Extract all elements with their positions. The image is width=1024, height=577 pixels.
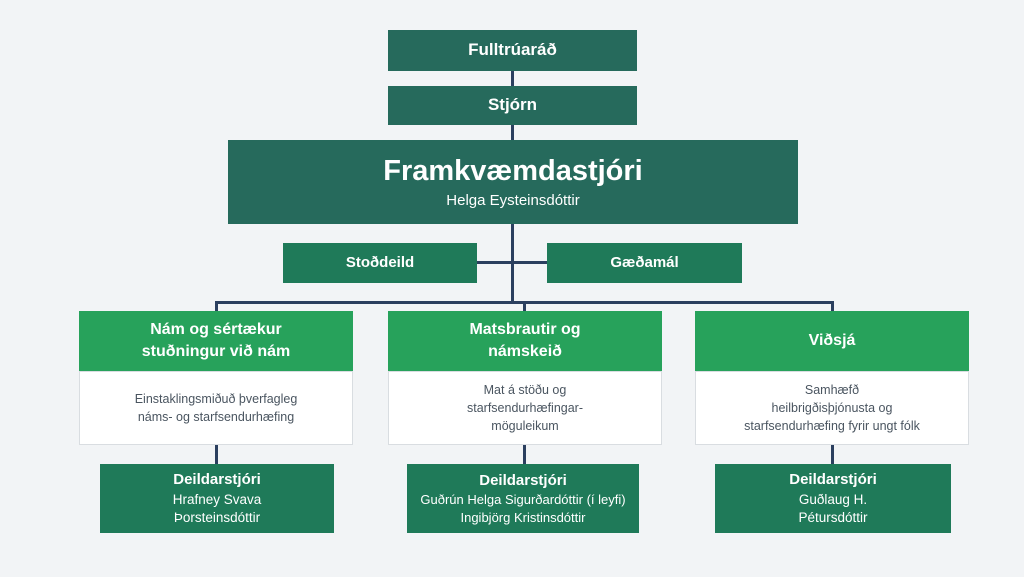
connector-stub-dept1 bbox=[215, 301, 218, 311]
dept-3-manager-names: Guðlaug H. Pétursdóttir bbox=[798, 491, 868, 525]
connector-stub-manager2 bbox=[523, 445, 526, 464]
connector-stub-manager3 bbox=[831, 445, 834, 464]
connector-board-to-stjorn bbox=[511, 71, 514, 86]
node-framkvaemdastjori: Framkvæmdastjóri Helga Eysteinsdóttir bbox=[228, 140, 798, 224]
dept-2-manager-role: Deildarstjóri bbox=[479, 471, 567, 489]
node-fulltruarad: Fulltrúaráð bbox=[388, 30, 637, 71]
dept-3-description: Samhæfð heilbrigðisþjónusta og starfsend… bbox=[695, 371, 969, 445]
dept-2-description-text: Mat á stöðu og starfsendurhæfingar- mögu… bbox=[466, 382, 584, 434]
node-stjorn: Stjórn bbox=[388, 86, 637, 125]
dept-1-description: Einstaklingsmiðuð þverfagleg náms- og st… bbox=[79, 371, 353, 445]
dept-1-manager-names: Hrafney Svava Þorsteinsdóttir bbox=[172, 491, 262, 525]
dept-2-header: Matsbrautir og námskeið bbox=[388, 311, 662, 371]
node-gaedamal-label: Gæðamál bbox=[610, 254, 679, 271]
dept-1-header: Nám og sértækur stuðningur við nám bbox=[79, 311, 353, 371]
dept-3-description-text: Samhæfð heilbrigðisþjónusta og starfsend… bbox=[744, 382, 920, 434]
dept-2-manager-names: Guðrún Helga Sigurðardóttir (í leyfi) In… bbox=[420, 492, 626, 525]
dept-1-manager: Deildarstjóri Hrafney Svava Þorsteinsdót… bbox=[100, 464, 334, 533]
node-framkvaemdastjori-title: Framkvæmdastjóri bbox=[383, 155, 643, 188]
node-stoddeild-label: Stoðdeild bbox=[345, 254, 415, 271]
node-stjorn-label: Stjórn bbox=[487, 95, 538, 115]
dept-3-manager: Deildarstjóri Guðlaug H. Pétursdóttir bbox=[715, 464, 951, 533]
dept-3-manager-role: Deildarstjóri bbox=[789, 471, 877, 489]
connector-staff-horizontal bbox=[477, 261, 547, 264]
connector-stjorn-to-director bbox=[511, 125, 514, 140]
dept-3-header: Viðsjá bbox=[695, 311, 969, 371]
dept-3-header-label: Viðsjá bbox=[808, 332, 856, 350]
node-gaedamal: Gæðamál bbox=[547, 243, 742, 283]
connector-stub-manager1 bbox=[215, 445, 218, 464]
dept-2-manager: Deildarstjóri Guðrún Helga Sigurðardótti… bbox=[407, 464, 639, 533]
dept-1-manager-role: Deildarstjóri bbox=[173, 471, 261, 489]
node-fulltruarad-label: Fulltrúaráð bbox=[468, 40, 557, 60]
dept-1-description-text: Einstaklingsmiðuð þverfagleg náms- og st… bbox=[134, 391, 298, 424]
connector-stub-dept3 bbox=[831, 301, 834, 311]
connector-stub-dept2 bbox=[523, 301, 526, 311]
dept-1-header-label: Nám og sértækur stuðningur við nám bbox=[141, 321, 291, 360]
node-framkvaemdastjori-name: Helga Eysteinsdóttir bbox=[446, 191, 580, 209]
node-stoddeild: Stoðdeild bbox=[283, 243, 477, 283]
dept-2-header-label: Matsbrautir og námskeið bbox=[469, 321, 581, 360]
dept-2-description: Mat á stöðu og starfsendurhæfingar- mögu… bbox=[388, 371, 662, 445]
